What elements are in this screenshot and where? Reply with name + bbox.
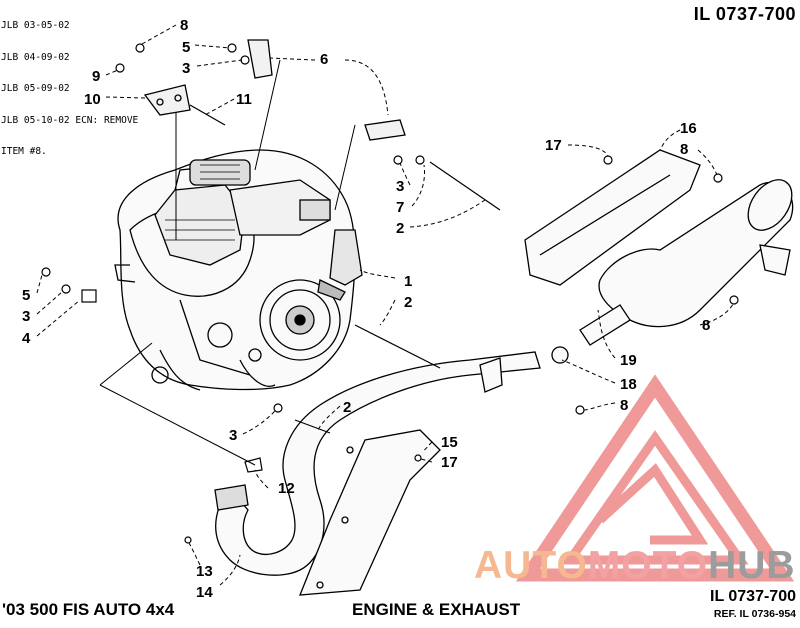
callout-number: 17	[545, 137, 562, 154]
muffler	[524, 149, 794, 346]
callout-number: 16	[680, 120, 697, 137]
watermark-triangle	[515, 374, 795, 582]
revision-note: JLB 03-05-02	[1, 20, 70, 31]
reference-code: REF. IL 0736-954	[713, 608, 796, 620]
callout-number: 13	[196, 563, 213, 580]
callout-number: 1	[404, 273, 412, 290]
callout-number: 5	[22, 287, 30, 304]
revision-notes: JLB 03-05-02 JLB 04-09-02 JLB 05-09-02 J…	[1, 0, 138, 168]
callout-number: 3	[22, 308, 30, 325]
watermark-text-hub: HUB	[708, 544, 796, 587]
illustration-code-bottom: IL 0737-700	[710, 588, 796, 605]
exhaust-pipe	[214, 346, 569, 596]
callout-number: 2	[396, 220, 404, 237]
callout-number: 3	[229, 427, 237, 444]
callout-number: 3	[396, 178, 404, 195]
revision-note: JLB 05-10-02 ECN: REMOVE	[1, 114, 139, 126]
callout-number: 2	[343, 399, 351, 416]
callout-number: 9	[92, 68, 100, 85]
revision-note: ITEM #8.	[1, 146, 47, 157]
callout-number: 10	[84, 91, 101, 108]
callout-number: 19	[620, 352, 637, 369]
callout-number: 7	[396, 199, 404, 216]
callout-number: 18	[620, 376, 637, 393]
callout-number: 12	[278, 480, 295, 497]
section-title: ENGINE & EXHAUST	[352, 600, 521, 619]
callout-number: 8	[620, 397, 628, 414]
revision-note: JLB 05-09-02	[1, 83, 70, 94]
model-title: '03 500 FIS AUTO 4x4	[2, 600, 175, 619]
callout-number: 17	[441, 454, 458, 471]
callout-number: 8	[180, 17, 188, 34]
engine-drawing	[114, 149, 363, 391]
watermark-text-moto: MOTO	[587, 544, 709, 587]
callout-number: 3	[182, 60, 190, 77]
callout-number: 4	[22, 330, 31, 347]
hardware	[41, 43, 739, 544]
engine-connector-lines	[99, 59, 356, 466]
leader-lines	[36, 24, 734, 586]
mount-bracket	[143, 39, 406, 141]
callout-number: 14	[196, 584, 213, 601]
revision-note: JLB 04-09-02	[1, 51, 70, 63]
callout-number: 15	[441, 434, 458, 451]
callout-number: 5	[182, 39, 190, 56]
callout-number: 8	[680, 141, 688, 158]
callout-number: 2	[404, 294, 412, 311]
watermark-text-auto: AUTO	[474, 544, 588, 587]
illustration-code-top: IL 0737-700	[693, 4, 796, 24]
callout-number: 6	[320, 51, 328, 68]
watermark-logo: AUTOMOTOHUB	[474, 544, 796, 588]
callout-number: 8	[702, 317, 710, 334]
callout-number: 11	[236, 91, 252, 108]
